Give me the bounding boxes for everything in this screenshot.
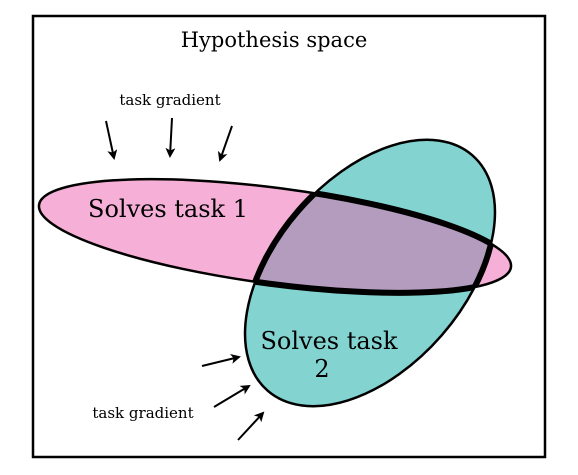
gradient-arrow-icon xyxy=(213,384,251,408)
task2-label-line2: 2 xyxy=(314,355,329,383)
task1-gradient-arrows xyxy=(105,117,233,162)
gradient-arrow-icon xyxy=(165,117,176,158)
diagram-title: Hypothesis space xyxy=(181,28,368,52)
gradient-arrow-icon xyxy=(105,120,118,160)
task2-gradient-arrows xyxy=(201,354,265,441)
task2-label-line1: Solves task xyxy=(260,327,398,355)
gradient-arrow-icon xyxy=(201,354,241,367)
gradient-label-top: task gradient xyxy=(119,91,220,109)
gradient-label-bottom: task gradient xyxy=(92,404,193,422)
gradient-arrow-icon xyxy=(217,125,233,162)
gradient-arrow-icon xyxy=(237,411,265,441)
task1-label: Solves task 1 xyxy=(88,195,248,223)
